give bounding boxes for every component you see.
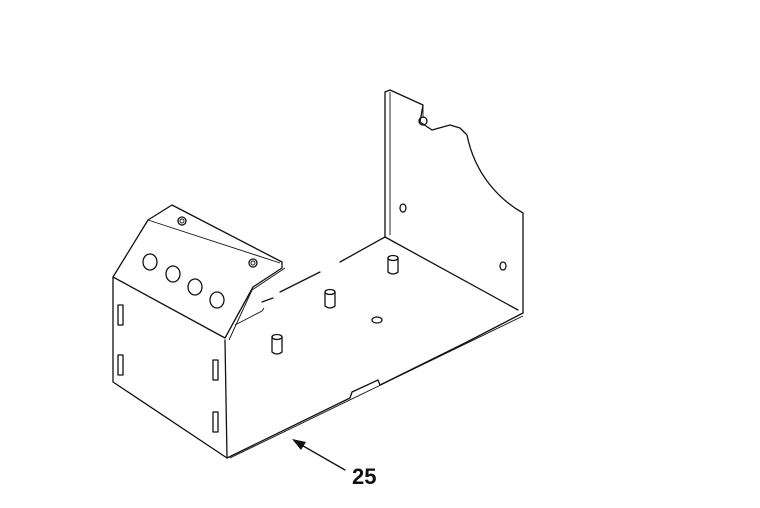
screw-hole [177, 216, 187, 226]
floor-and-back-plate [226, 89, 524, 459]
hole [399, 203, 407, 213]
slot [212, 359, 219, 381]
left-housing [112, 204, 524, 459]
standoff-pins [271, 254, 399, 355]
hole [165, 265, 181, 283]
part-number-label: 25 [352, 464, 377, 489]
slot [117, 304, 124, 326]
hole [371, 316, 383, 324]
slot [212, 411, 219, 433]
screw-hole [418, 116, 428, 126]
screw-hole [248, 258, 258, 268]
hole [209, 291, 225, 309]
hole [187, 278, 203, 296]
slot [117, 354, 124, 376]
callout-arrow [292, 439, 346, 471]
hole [499, 261, 507, 271]
hole [142, 253, 158, 271]
